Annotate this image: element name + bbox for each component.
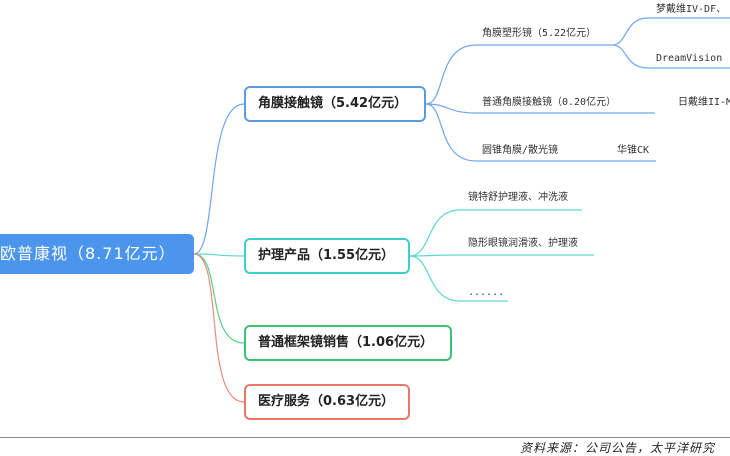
- connector-ortho-leaf1: [611, 17, 730, 46]
- root-node: 欧普康视（8.71亿元）: [0, 234, 194, 274]
- leaf-regular-brand: 日戴维II-M: [678, 97, 730, 108]
- connector-contact-keratoconus: [425, 103, 656, 162]
- leaf-care-more: ......: [468, 287, 505, 298]
- connector-care-solution: [409, 209, 582, 257]
- connector-root-frames: [193, 253, 245, 344]
- branch-medical-services: 医疗服务（0.63亿元）: [244, 384, 410, 420]
- source-note: 资料来源：公司公告，太平洋研究: [520, 441, 716, 455]
- branch-care-products: 护理产品（1.55亿元）: [244, 238, 410, 274]
- connector-ortho-leaf2: [611, 44, 730, 69]
- leaf-ortho-lens: 角膜塑形镜（5.22亿元）: [482, 28, 597, 39]
- branch-frame-glasses: 普通框架镜销售（1.06亿元）: [244, 325, 452, 361]
- connector-contact-regular: [425, 103, 655, 114]
- leaf-care-lubricant: 隐形眼镜润滑液、护理液: [468, 238, 578, 249]
- leaf-regular-contact-lens: 普通角膜接触镜（0.20亿元）: [482, 97, 617, 108]
- connector-care-lubricant: [409, 254, 594, 257]
- connector-care-more: [409, 255, 508, 302]
- leaf-care-solution: 镜特舒护理液、冲洗液: [468, 192, 568, 203]
- leaf-ortho-brand-1: 梦戴维IV-DF、: [656, 4, 727, 15]
- footer-divider: [0, 437, 730, 438]
- connector-root-care: [193, 253, 245, 257]
- leaf-keratoconus-brand: 华锥CK: [617, 145, 650, 156]
- branch-contact-lens: 角膜接触镜（5.42亿元）: [244, 86, 426, 122]
- connector-contact-ortho: [425, 44, 612, 105]
- connector-root-contact-lens: [193, 103, 245, 255]
- connector-root-medical: [193, 253, 245, 403]
- leaf-keratoconus-lens: 圆锥角膜/散光镜: [482, 145, 559, 156]
- leaf-ortho-brand-2: DreamVision: [656, 53, 723, 64]
